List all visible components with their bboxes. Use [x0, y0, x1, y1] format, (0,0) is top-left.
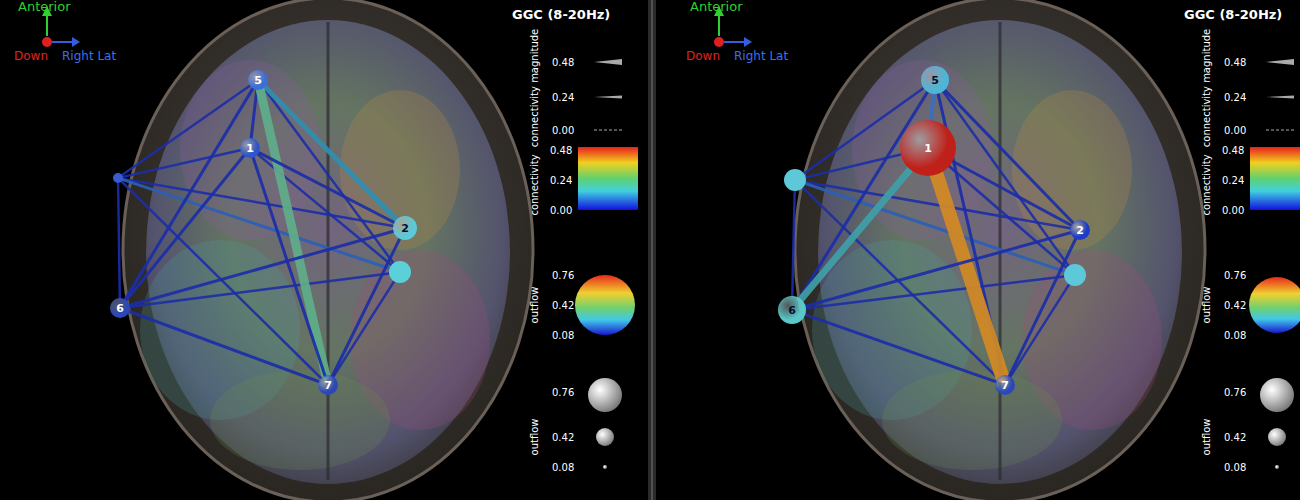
connectivity-tube — [130, 231, 394, 305]
node-number: 1 — [246, 143, 254, 154]
region-sphere — [1064, 264, 1086, 286]
axis-title: connectivity magnitude — [1201, 29, 1212, 147]
tick-value: 0.24 — [552, 92, 574, 103]
connectivity-line — [1010, 284, 1069, 376]
connectivity-tube — [125, 89, 253, 300]
tick-value: 0.42 — [1224, 300, 1246, 311]
connectivity-tube — [805, 315, 995, 382]
connectivity-tube — [799, 92, 927, 298]
node-number: 2 — [1076, 225, 1084, 236]
axis-title: connectivity magnitude — [529, 29, 540, 147]
region-sphere — [113, 173, 123, 183]
panel-label: GGC (8-20Hz) — [1184, 8, 1282, 22]
connectivity-tube — [801, 169, 910, 299]
connectivity-line — [130, 273, 389, 306]
region-sphere — [784, 169, 806, 191]
connectivity-line — [123, 150, 240, 177]
tick-value: 0.76 — [552, 387, 574, 398]
tick-value: 0.24 — [1224, 92, 1246, 103]
panel-label: Down — [686, 50, 720, 63]
region-node: 1 — [240, 138, 260, 158]
tick-value: 0.42 — [1224, 432, 1246, 443]
node-number: 1 — [924, 143, 932, 154]
tick-value: 0.48 — [550, 145, 572, 156]
node-number: 6 — [788, 305, 796, 316]
tick-value: 0.76 — [1224, 387, 1246, 398]
node-number: 2 — [401, 223, 409, 234]
connectivity-tube — [1009, 239, 1075, 376]
tick-value: 0.76 — [1224, 270, 1246, 281]
region-node: 1 — [900, 120, 956, 176]
connectivity-tube — [260, 90, 326, 376]
tick-value: 0.48 — [552, 57, 574, 68]
region-node: 6 — [778, 296, 806, 324]
axis-title: connectivity — [1201, 154, 1212, 215]
axis-title: outflow — [529, 419, 540, 456]
tick-value: 0.76 — [552, 270, 574, 281]
panel-label: Right Lat — [62, 50, 116, 63]
panel-label: GGC (8-20Hz) — [512, 8, 610, 22]
tick-value: 0.48 — [1224, 57, 1246, 68]
connectivity-line — [806, 276, 1064, 308]
connectivity-line — [118, 183, 120, 298]
connectivity-line — [792, 191, 794, 296]
tick-value: 0.42 — [552, 432, 574, 443]
tick-value: 0.08 — [552, 330, 574, 341]
tick-value: 0.00 — [550, 205, 572, 216]
panel-label: Down — [14, 50, 48, 63]
tick-value: 0.00 — [1222, 205, 1244, 216]
tick-value: 0.00 — [552, 125, 574, 136]
tick-value: 0.08 — [552, 462, 574, 473]
node-number: 7 — [1001, 380, 1009, 391]
region-node: 6 — [110, 298, 130, 318]
connectivity-line — [333, 281, 394, 376]
axis-title: connectivity — [529, 154, 540, 215]
panel-label: Right Lat — [734, 50, 788, 63]
connectivity-tube — [931, 94, 934, 120]
tick-value: 0.08 — [1224, 462, 1246, 473]
region-node: 2 — [1070, 220, 1090, 240]
tick-value: 0.08 — [1224, 330, 1246, 341]
connectivity-tube — [806, 233, 1071, 307]
connectivity-tube — [937, 175, 1002, 376]
tick-value: 0.42 — [552, 300, 574, 311]
node-number: 6 — [116, 303, 124, 314]
region-node: 7 — [995, 375, 1015, 395]
connectivity-tube — [251, 90, 257, 138]
connectivity-tube — [259, 153, 394, 223]
panel-label: Anterior — [18, 0, 70, 14]
region-node: 5 — [248, 70, 268, 90]
panel-label: Anterior — [690, 0, 742, 14]
tick-value: 0.24 — [550, 175, 572, 186]
axis-title: outflow — [1201, 419, 1212, 456]
axis-title: outflow — [529, 287, 540, 324]
connectivity-tube — [129, 312, 318, 382]
node-number: 7 — [324, 380, 332, 391]
region-node: 2 — [393, 216, 417, 240]
region-node: 5 — [921, 66, 949, 94]
node-number: 5 — [931, 75, 939, 86]
region-node: 7 — [318, 375, 338, 395]
connectivity-tube — [953, 161, 1072, 225]
connectivity-tube — [332, 239, 399, 376]
tick-value: 0.00 — [1224, 125, 1246, 136]
node-number: 5 — [254, 75, 262, 86]
axis-title: outflow — [1201, 287, 1212, 324]
tick-value: 0.24 — [1222, 175, 1244, 186]
tick-value: 0.48 — [1222, 145, 1244, 156]
region-sphere — [389, 261, 411, 283]
